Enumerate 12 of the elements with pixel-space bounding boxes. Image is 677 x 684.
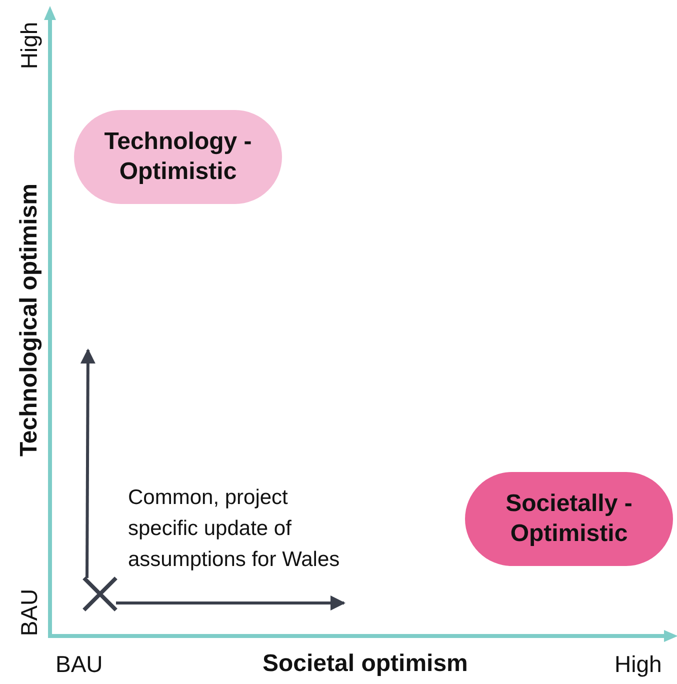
arrow xyxy=(116,596,346,610)
annotation-text: Common, project specific update of assumptions for Wales xyxy=(128,485,341,573)
axis-title: Societal optimism xyxy=(262,650,468,678)
axis-tick-label: BAU xyxy=(16,588,43,636)
cross-mark xyxy=(82,576,118,612)
arrow xyxy=(80,348,96,578)
axis-tick-label: BAU xyxy=(56,650,103,678)
scenario-pill: Technology -Optimistic xyxy=(74,110,282,204)
scenario-pill: Societally - Optimistic xyxy=(465,472,673,566)
axis-title: Technological optimism xyxy=(14,184,43,456)
axis-tick-label: High xyxy=(614,650,662,678)
axis-tick-label: High xyxy=(16,21,43,69)
